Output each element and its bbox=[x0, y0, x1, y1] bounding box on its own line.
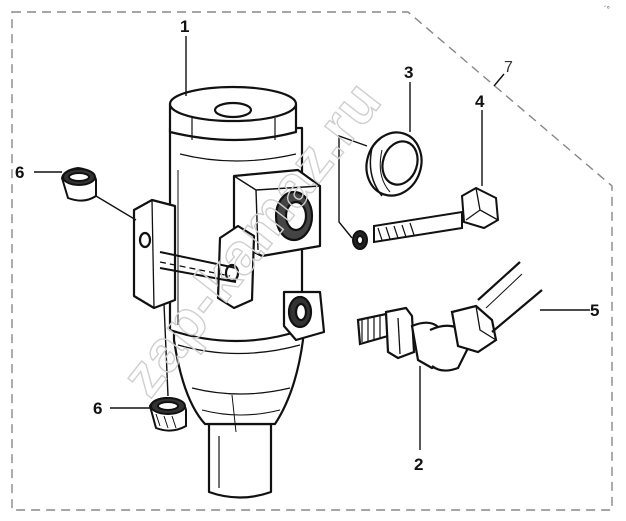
assembly-boundary bbox=[11, 11, 613, 511]
leader-6-lower-pin bbox=[163, 303, 169, 397]
bolt bbox=[352, 186, 500, 250]
callout-1: 1 bbox=[180, 17, 189, 36]
plug-cap-upper bbox=[60, 166, 97, 202]
callout-6-upper: 6 bbox=[15, 163, 24, 182]
callout-5: 5 bbox=[590, 301, 599, 320]
elbow-fitting bbox=[356, 304, 498, 372]
seal-ring bbox=[365, 131, 423, 197]
callout-2: 2 bbox=[414, 455, 423, 474]
leader-6-upper-bracket bbox=[95, 195, 137, 221]
corner-mark: ´° bbox=[604, 5, 610, 14]
callout-6-lower: 6 bbox=[93, 399, 102, 418]
callout-3: 3 bbox=[404, 63, 413, 82]
callout-4: 4 bbox=[475, 92, 485, 111]
leader-lines bbox=[34, 36, 590, 450]
hose bbox=[477, 261, 543, 333]
callout-7: 7 bbox=[504, 59, 513, 76]
plug-cap-lower bbox=[148, 396, 187, 432]
leader-seal bbox=[338, 135, 368, 239]
valve-body bbox=[132, 85, 326, 499]
leader-7 bbox=[493, 73, 505, 87]
